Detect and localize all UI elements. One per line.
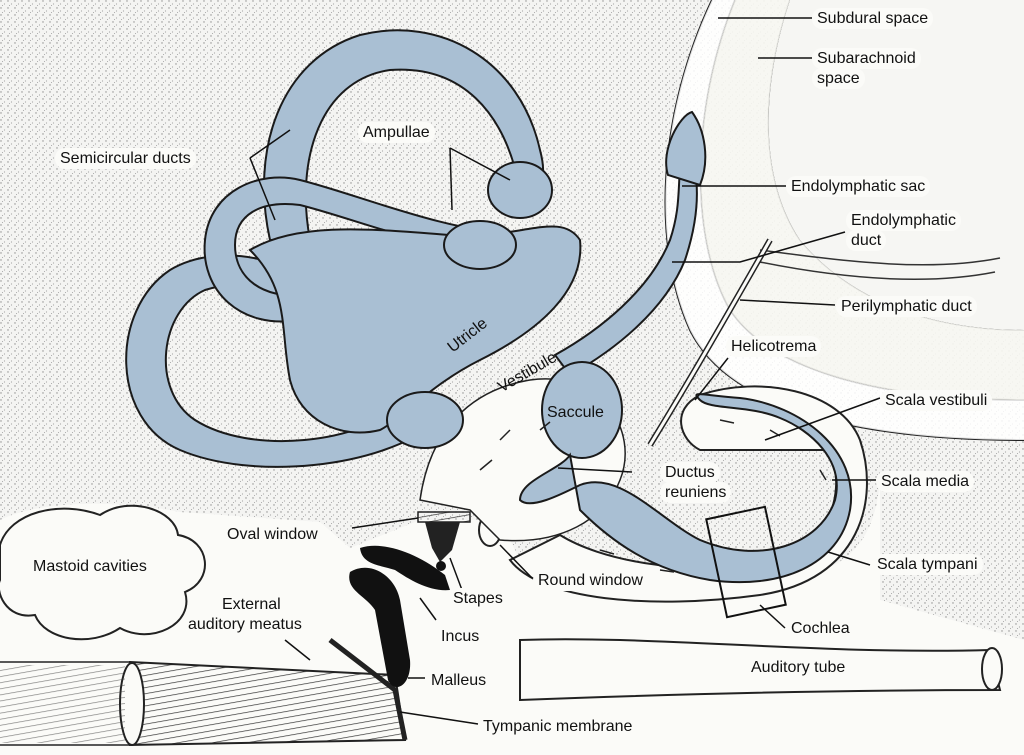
ampulla-superior <box>487 161 553 219</box>
dura-band <box>665 0 1024 440</box>
label-subarachnoid-space-line1: Subarachnoid <box>812 48 921 69</box>
nerve-fibers <box>759 249 1001 281</box>
label-endolymphatic-sac: Endolymphatic sac <box>786 176 931 197</box>
cochlea-section-box <box>705 505 787 619</box>
label-auditory-tube: Auditory tube <box>746 657 851 678</box>
oval-window-shape <box>417 511 471 523</box>
label-tympanic-membrane: Tympanic membrane <box>478 716 638 737</box>
label-ampullae: Ampullae <box>358 122 435 143</box>
ampulla-lateral <box>443 220 517 270</box>
label-semicircular-ducts: Semicircular ducts <box>55 148 196 169</box>
incus-shape <box>360 545 450 591</box>
label-malleus: Malleus <box>426 670 492 691</box>
label-mastoid-cavities: Mastoid cavities <box>28 556 152 577</box>
endolymphatic-sac-shape <box>665 110 707 187</box>
flow-arrows <box>479 419 827 573</box>
label-oval-window: Oval window <box>222 524 323 545</box>
label-saccule: Saccule <box>547 404 604 421</box>
ossicles <box>349 522 460 688</box>
malleus-shape <box>349 567 411 688</box>
label-subarachnoid-space-line2: space <box>812 68 865 89</box>
label-external-auditory-meatus-line2: auditory meatus <box>183 614 307 635</box>
stapes-shape <box>425 522 460 562</box>
label-stapes: Stapes <box>448 588 508 609</box>
label-external-auditory-meatus-line1: External <box>217 594 286 615</box>
label-endolymphatic-duct-line1: Endolymphatic <box>846 210 961 231</box>
cochlear-duct-shape <box>518 393 853 584</box>
leader-lines <box>249 17 881 725</box>
arachnoid-band <box>700 0 1024 400</box>
label-incus: Incus <box>436 626 485 647</box>
label-helicotrema: Helicotrema <box>726 336 822 357</box>
label-subdural-space: Subdural space <box>812 8 934 29</box>
utricle-shape <box>248 225 582 434</box>
tympanic-membrane-shape <box>328 638 408 741</box>
label-scala-tympani: Scala tympani <box>872 554 983 575</box>
external-canal-shape <box>0 660 407 747</box>
label-scala-media: Scala media <box>876 471 975 492</box>
label-ductus-reuniens-line1: Ductus <box>660 462 720 483</box>
label-perilymphatic-duct: Perilymphatic duct <box>836 296 977 317</box>
label-cochlea: Cochlea <box>786 618 855 639</box>
label-round-window: Round window <box>533 570 648 591</box>
label-scala-vestibuli: Scala vestibuli <box>880 390 993 411</box>
membranous-labyrinth <box>125 29 853 584</box>
label-endolymphatic-duct-line2: duct <box>846 230 887 251</box>
saccule-shape <box>541 361 623 459</box>
ampulla-posterior <box>386 391 464 449</box>
label-ductus-reuniens-line2: reuniens <box>660 482 732 503</box>
